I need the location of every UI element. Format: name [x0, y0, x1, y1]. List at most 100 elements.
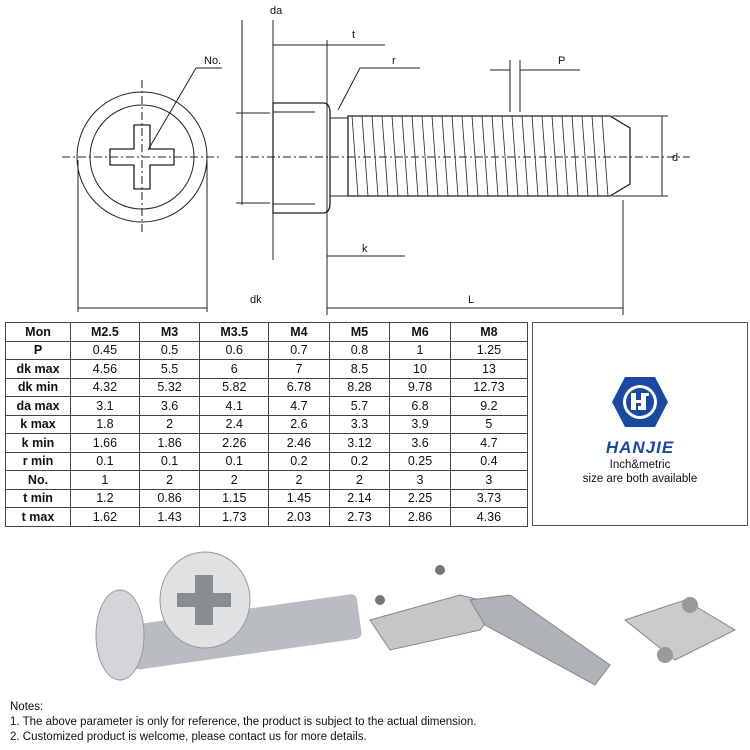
note-item: 1. The above parameter is only for refer… [10, 716, 477, 728]
table-cell: 2.25 [389, 488, 451, 508]
row-header: dk max [5, 359, 71, 379]
table-cell: 3 [449, 470, 529, 490]
table-cell: 2.26 [199, 433, 270, 453]
table-cell: 3.6 [138, 396, 201, 416]
table-cell: 1.73 [199, 507, 270, 527]
table-cell: 3.73 [449, 488, 529, 508]
row-header: dk min [5, 377, 71, 397]
table-cell: 0.86 [138, 488, 201, 508]
brand-panel: HANJIE Inch&metric size are both availab… [532, 322, 748, 526]
row-header: P [5, 340, 71, 360]
table-cell: 3.1 [70, 396, 140, 416]
row-header: k min [5, 433, 71, 453]
table-cell: 5.32 [138, 377, 201, 397]
product-photos [95, 551, 737, 686]
table-cell: 0.1 [70, 451, 140, 471]
column-header: M3 [138, 322, 201, 342]
table-cell: 2.46 [268, 433, 330, 453]
table-cell: 1.62 [70, 507, 140, 527]
table-cell: 4.7 [449, 433, 529, 453]
table-cell: 6.78 [268, 377, 330, 397]
table-cell: 1.86 [138, 433, 201, 453]
table-cell: 6.8 [389, 396, 451, 416]
table-cell: 1.2 [70, 488, 140, 508]
table-cell: 1 [70, 470, 140, 490]
table-cell: 1.15 [199, 488, 270, 508]
table-cell: 2.14 [328, 488, 391, 508]
table-cell: 1.8 [70, 414, 140, 434]
table-cell: 1.43 [138, 507, 201, 527]
table-cell: 5.5 [138, 359, 201, 379]
table-cell: 0.5 [138, 340, 201, 360]
column-header: Mon [5, 322, 71, 342]
table-cell: 2 [138, 414, 201, 434]
brand-tagline-2: size are both available [582, 473, 698, 485]
table-cell: 0.2 [268, 451, 330, 471]
table-cell: 9.78 [389, 377, 451, 397]
row-header: r min [5, 451, 71, 471]
label-dk: dk [250, 294, 262, 306]
table-cell: 7 [268, 359, 330, 379]
table-cell: 0.7 [268, 340, 330, 360]
table-cell: 4.36 [449, 507, 529, 527]
table-cell: 2.6 [268, 414, 330, 434]
table-cell: 2.86 [389, 507, 451, 527]
column-header: M8 [449, 322, 529, 342]
table-cell: 1.25 [449, 340, 529, 360]
table-cell: 0.2 [328, 451, 391, 471]
table-cell: 0.4 [449, 451, 529, 471]
table-cell: 4.7 [268, 396, 330, 416]
table-cell: 13 [449, 359, 529, 379]
table-cell: 0.1 [199, 451, 270, 471]
table-cell: 3.6 [389, 433, 451, 453]
column-header: M5 [328, 322, 391, 342]
table-cell: 2 [328, 470, 391, 490]
hanjie-logo-icon [612, 377, 668, 427]
table-cell: 0.25 [389, 451, 451, 471]
mounting-plate-photo [623, 597, 737, 663]
brand-name: HANJIE [605, 438, 675, 457]
table-cell: 12.73 [449, 377, 529, 397]
table-cell: 0.6 [199, 340, 270, 360]
label-l: L [468, 294, 474, 306]
table-cell: 1.66 [70, 433, 140, 453]
column-header: M2.5 [70, 322, 140, 342]
notes-title: Notes: [10, 701, 44, 713]
hinge-photo [369, 565, 611, 686]
column-header: M6 [389, 322, 451, 342]
table-cell: 3.9 [389, 414, 451, 434]
table-cell: 0.45 [70, 340, 140, 360]
table-cell: 9.2 [449, 396, 529, 416]
label-no: No. [204, 55, 221, 67]
table-cell: 10 [389, 359, 451, 379]
label-k: k [362, 243, 368, 255]
table-cell: 8.5 [328, 359, 391, 379]
label-p: P [558, 55, 565, 67]
table-cell: 0.8 [328, 340, 391, 360]
table-cell: 2.03 [268, 507, 330, 527]
label-r: r [392, 55, 396, 67]
table-cell: 6 [199, 359, 270, 379]
row-header: t min [5, 488, 71, 508]
table-cell: 2 [138, 470, 201, 490]
table-cell: 5 [449, 414, 529, 434]
side-view [235, 20, 690, 315]
table-cell: 1 [389, 340, 451, 360]
label-t: t [352, 29, 355, 41]
table-cell: 2.4 [199, 414, 270, 434]
column-header: M4 [268, 322, 330, 342]
column-header: M3.5 [199, 322, 270, 342]
table-cell: 3 [389, 470, 451, 490]
row-header: k max [5, 414, 71, 434]
